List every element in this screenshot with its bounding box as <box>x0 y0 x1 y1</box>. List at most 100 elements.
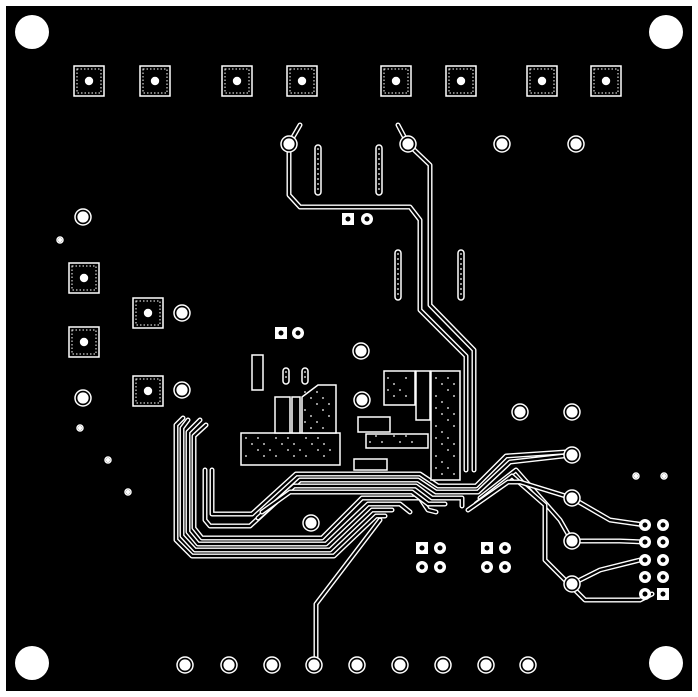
via <box>435 437 437 439</box>
via <box>399 441 401 443</box>
slot-via <box>317 183 319 185</box>
slot-via <box>460 278 462 280</box>
via <box>441 473 443 475</box>
pin-hole <box>642 591 648 597</box>
slot-via <box>317 173 319 175</box>
pad-via-ring <box>529 68 555 94</box>
slot-via <box>397 268 399 270</box>
pad-copper <box>437 659 449 671</box>
pad-copper <box>566 535 578 547</box>
pad-via-ring <box>142 68 168 94</box>
via <box>281 443 283 445</box>
pad-copper <box>57 237 63 243</box>
pad-copper <box>266 659 278 671</box>
slot-pad <box>394 249 402 301</box>
pin-hole <box>345 216 351 222</box>
via <box>453 395 455 397</box>
pad-via-ring <box>135 378 161 404</box>
pad-hole <box>391 76 401 86</box>
pad-copper <box>402 138 414 150</box>
copper-pour <box>365 433 429 449</box>
pad-copper <box>179 659 191 671</box>
via <box>369 441 371 443</box>
via <box>441 413 443 415</box>
via <box>322 397 324 399</box>
pin-hole <box>502 564 508 570</box>
via <box>316 403 318 405</box>
pad-layer <box>15 15 683 680</box>
pad-copper <box>305 517 317 529</box>
via <box>441 443 443 445</box>
via <box>405 377 407 379</box>
copper-pour <box>251 354 264 391</box>
via <box>453 413 455 415</box>
pad-copper <box>480 659 492 671</box>
via <box>411 441 413 443</box>
copper-pour <box>415 370 431 421</box>
square-pad <box>68 326 100 358</box>
pin-hole <box>437 545 443 551</box>
via <box>322 409 324 411</box>
slot-via <box>378 153 380 155</box>
via <box>447 437 449 439</box>
slot-via <box>460 273 462 275</box>
copper-pour <box>291 396 301 434</box>
via <box>299 449 301 451</box>
mounting-hole <box>649 15 683 49</box>
via <box>263 443 265 445</box>
pin-hole <box>295 330 301 336</box>
pin-hole <box>437 564 443 570</box>
via <box>447 389 449 391</box>
pin-hole <box>642 522 648 528</box>
pad-copper <box>566 492 578 504</box>
slot-pad <box>314 144 322 196</box>
pad-hole <box>601 76 611 86</box>
slot-via <box>378 148 380 150</box>
pad-copper <box>522 659 534 671</box>
pad-copper <box>283 138 295 150</box>
slot-via <box>285 376 287 378</box>
copper-pour <box>357 416 391 433</box>
trace-inner <box>186 418 412 546</box>
via <box>447 407 449 409</box>
slot-pad <box>301 367 309 385</box>
pad-copper <box>223 659 235 671</box>
via <box>435 467 437 469</box>
slot-via <box>397 293 399 295</box>
slot-via <box>378 158 380 160</box>
copper-pour <box>383 370 416 406</box>
pad-copper <box>514 406 526 418</box>
slot-via <box>397 258 399 260</box>
pad-via-ring <box>289 68 315 94</box>
copper-pour <box>430 370 461 481</box>
via <box>316 391 318 393</box>
via <box>310 397 312 399</box>
mounting-hole <box>15 15 49 49</box>
pad-hole <box>150 76 160 86</box>
pad-copper <box>566 406 578 418</box>
pin-hole <box>484 545 490 551</box>
slot-via <box>378 163 380 165</box>
via <box>441 401 443 403</box>
via <box>257 437 259 439</box>
pad-hole <box>84 76 94 86</box>
slot-via <box>304 376 306 378</box>
via <box>311 443 313 445</box>
via <box>405 435 407 437</box>
trace-inner <box>260 490 447 514</box>
pad-copper <box>176 384 188 396</box>
slot-via <box>378 183 380 185</box>
pad-copper <box>77 211 89 223</box>
slot-via <box>317 158 319 160</box>
copper-pour-layer <box>240 354 461 481</box>
pad-hole <box>143 308 153 318</box>
square-pad <box>526 65 558 97</box>
via <box>393 395 395 397</box>
via <box>447 419 449 421</box>
via <box>453 473 455 475</box>
via <box>323 455 325 457</box>
via <box>441 431 443 433</box>
slot-via <box>378 188 380 190</box>
pin-hole <box>278 330 284 336</box>
slot-via <box>460 253 462 255</box>
